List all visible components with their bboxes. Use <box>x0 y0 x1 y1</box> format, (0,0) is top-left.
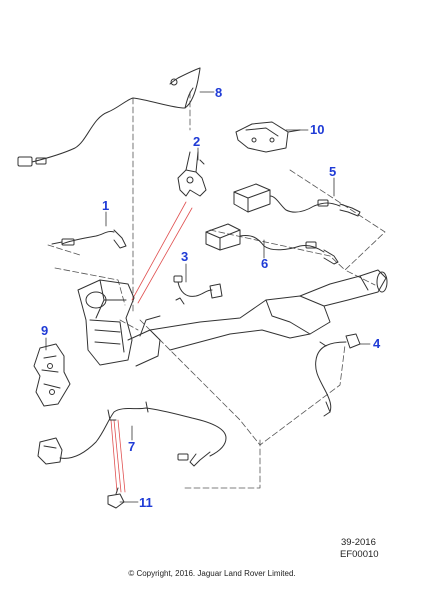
callout-9: 9 <box>41 323 49 338</box>
callout-5: 5 <box>329 164 337 179</box>
exhaust-assembly <box>77 269 388 367</box>
sensor-2 <box>177 151 207 197</box>
callout-3: 3 <box>181 249 189 264</box>
sensor-4 <box>315 333 361 417</box>
callout-7: 7 <box>128 439 136 454</box>
module-10 <box>235 121 301 153</box>
sensor-harness-7 <box>37 401 227 467</box>
callout-6: 6 <box>261 256 269 271</box>
reference-code: 39-2016 <box>341 537 376 548</box>
callout-11: 11 <box>139 495 153 510</box>
callout-10: 10 <box>310 122 325 137</box>
sensor-6 <box>205 223 339 265</box>
red-leaders <box>110 201 193 493</box>
sensor-harness-8 <box>17 67 201 167</box>
callout-1: 1 <box>102 198 110 213</box>
callout-leaders <box>45 91 371 503</box>
figure-id: EF00010 <box>340 549 379 560</box>
bracket-9 <box>33 343 71 407</box>
sensor-5 <box>233 183 361 217</box>
copyright-notice: © Copyright, 2016. Jaguar Land Rover Lim… <box>128 569 296 578</box>
sensor-11 <box>107 487 125 509</box>
sensor-3 <box>173 275 223 305</box>
callout-4: 4 <box>373 336 381 351</box>
callout-8: 8 <box>215 85 223 100</box>
dash-guides <box>47 91 386 489</box>
sensor-1 <box>51 229 127 249</box>
callout-2: 2 <box>193 134 201 149</box>
